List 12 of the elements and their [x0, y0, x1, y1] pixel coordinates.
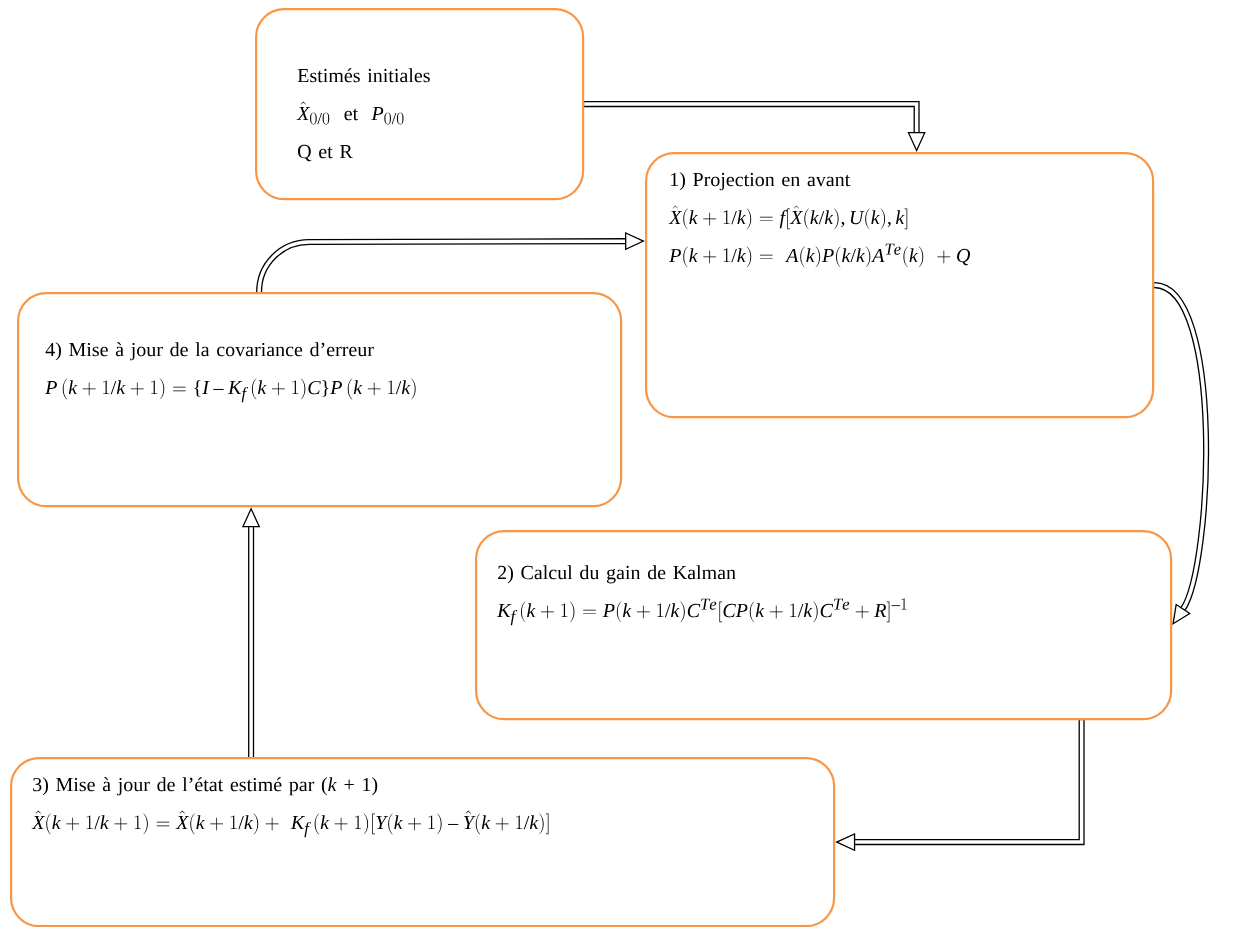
process-box — [255, 8, 585, 201]
arrow — [256, 232, 645, 293]
box-text: 1) Projection en avant $\hat{X}(k+1/k) = f[\hat{X}(k/k), U(k), k]$ $P(k+1/k)=\ A(k)P(k/k)A^{Te}(k)\ +Q$ — [668, 172, 971, 268]
arrow — [584, 101, 926, 152]
process-box — [10, 757, 836, 927]
box-text: 3) Mise à jour de l’état estimé par (k + 1) $\hat{X}(k+1/k+1)=\hat{X}(k+1/k)+\ K_f\,(k+1)[Y(k+1)-\hat{Y}(k+1/k)]$ — [31, 777, 549, 838]
process-box — [475, 530, 1173, 721]
box-text: Estimés initiales $\hat{X}_{0/0}\ \ \mathrm{et}\ \ P_{0/0}$ Q et R — [296, 68, 430, 162]
box-text: 4) Mise à jour de la covariance d’erreur $P\,(k+1/k+1)=\{I-K_f\,(k+1)C\}P\,(k+1/k)$ — [45, 342, 416, 403]
process-box — [645, 152, 1155, 419]
process-box — [17, 292, 623, 508]
box-text: 2) Calcul du gain de Kalman $K_f\,(k+1) = P(k+1/k)C^{Te}[CP(k+1/k)C^{Te}+R]^{-1}$ — [496, 565, 907, 626]
